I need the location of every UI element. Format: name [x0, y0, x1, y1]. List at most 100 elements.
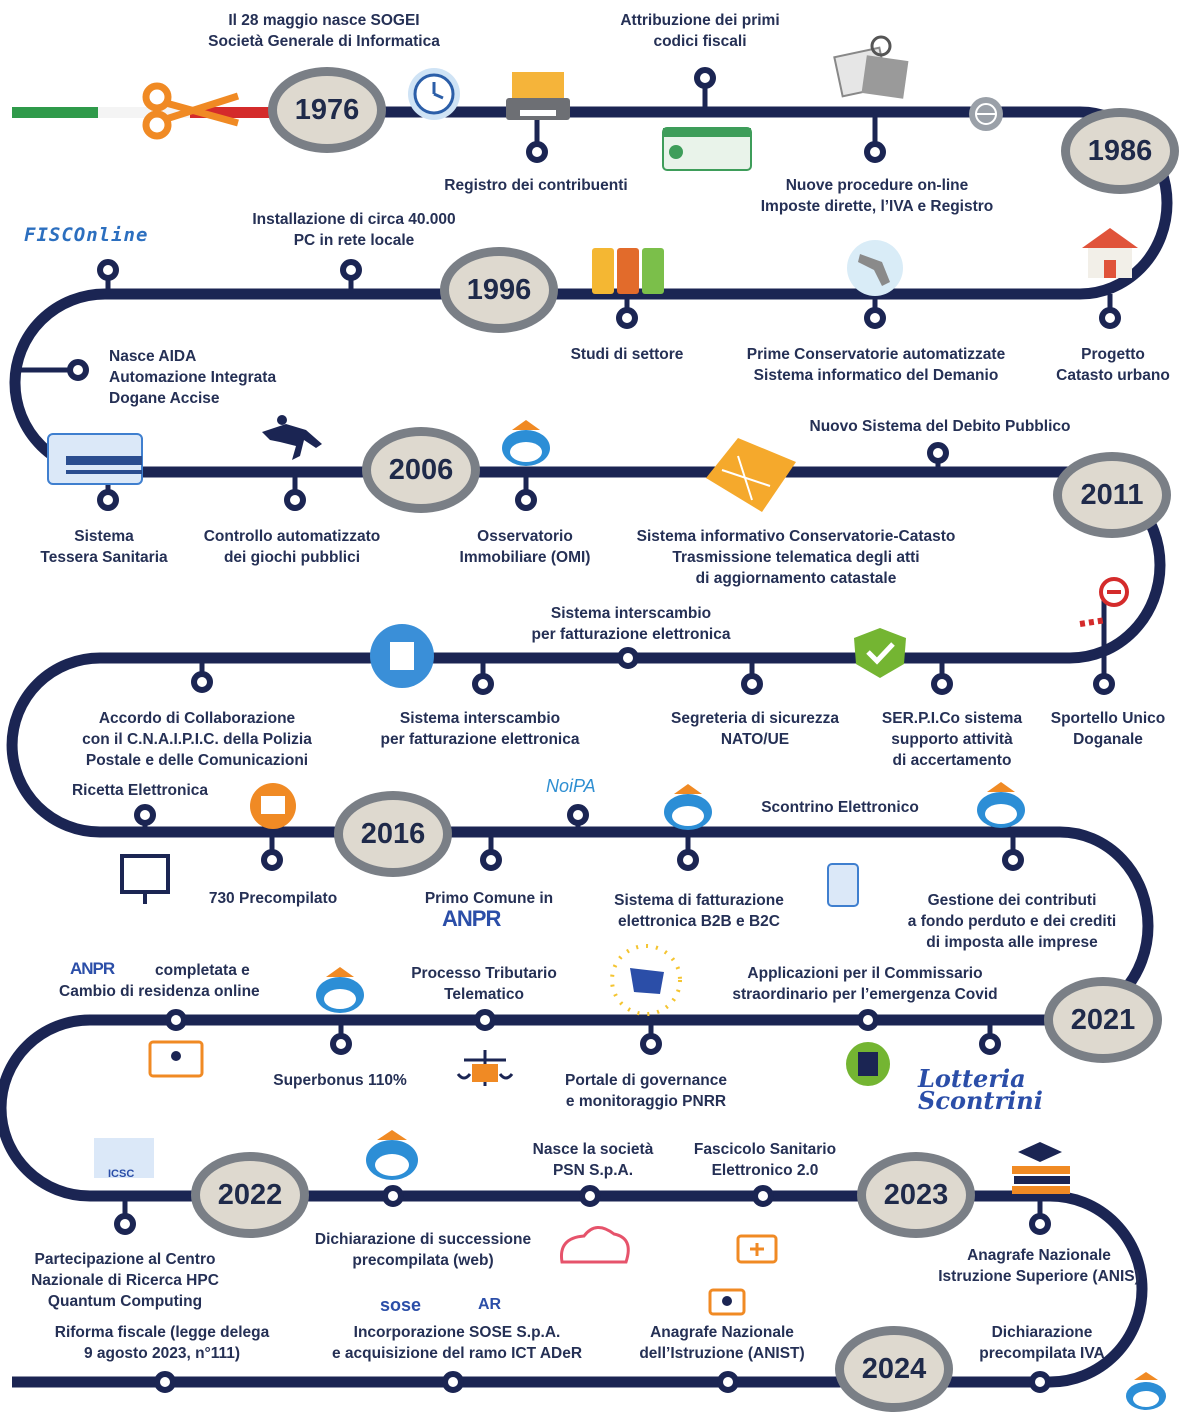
label-line: Portale di governance [565, 1072, 727, 1089]
shield-check-icon [854, 628, 906, 678]
justice-scales-icon [456, 1050, 514, 1086]
label-line: a fondo perduto e dei crediti [907, 913, 1117, 930]
flag-white-stripe [98, 107, 190, 118]
label-superbonus: Superbonus 110% [273, 1070, 407, 1091]
label-line: Studi di settore [570, 346, 684, 363]
label-line: Istruzione Superiore (ANIS) [938, 1268, 1140, 1285]
year-2023: 2023 [857, 1152, 975, 1238]
label-line: Sistema informatico del Demanio [753, 367, 999, 384]
tax-card-icon [662, 127, 752, 171]
label-line: dell’Istruzione (ANIST) [639, 1345, 805, 1362]
label-line: codici fiscali [653, 33, 747, 50]
label-pnrr: Portale di governance e monitoraggio PNR… [565, 1070, 727, 1112]
label-line: Sistema [74, 528, 134, 545]
label-line: Accordo di Collaborazione [98, 710, 296, 727]
label-line: Nuovo Sistema del Debito Pubblico [809, 418, 1071, 435]
label-accordo: Accordo di Collaborazione con il C.N.A.I… [82, 708, 312, 771]
label-line: Partecipazione al Centro [34, 1251, 216, 1268]
year-2022: 2022 [191, 1152, 309, 1238]
label-line: Scontrino Elettronico [761, 799, 919, 816]
label-anis: Anagrafe Nazionale Istruzione Superiore … [938, 1245, 1140, 1287]
label-line: precompilata (web) [352, 1252, 494, 1269]
label-interscambio-top: Sistema interscambio per fatturazione el… [532, 603, 731, 645]
label-line: Prime Conservatorie automatizzate [746, 346, 1006, 363]
label-fse: Fascicolo Sanitario Elettronico 2.0 [694, 1139, 836, 1181]
label-line: Automazione Integrata [109, 369, 277, 386]
label-line: Nasce la società [532, 1141, 654, 1158]
clock-icon [408, 68, 460, 120]
label-codici-fiscali: Attribuzione dei primi codici fiscali [620, 10, 779, 52]
label-line: Ricetta Elettronica [71, 782, 209, 799]
label-line: dei giochi pubblici [223, 549, 361, 566]
globe-icon [969, 97, 1003, 131]
label-line: Installazione di circa 40.000 [252, 211, 456, 228]
timeline-path [0, 106, 1173, 1388]
year-1976: 1976 [268, 67, 386, 153]
label-catasto-urbano: Progetto Catasto urbano [1056, 344, 1170, 386]
label-line: Tessera Sanitaria [40, 549, 168, 566]
sose-logo: sose [380, 1295, 422, 1315]
label-line: e acquisizione del ramo ICT ADeR [331, 1345, 583, 1362]
cloud-psn-icon [559, 1226, 630, 1264]
printer-icon [506, 72, 570, 120]
label-conservatorie: Prime Conservatorie automatizzate Sistem… [747, 344, 1005, 386]
label-interscambio: Sistema interscambio per fatturazione el… [381, 708, 580, 750]
label-line: Sportello Unico [1050, 710, 1166, 727]
year-1986: 1986 [1061, 108, 1179, 194]
agency-logo-icon-2 [664, 784, 712, 830]
document-stack-icon [370, 624, 434, 688]
label-primo-comune: Primo Comune in [425, 888, 553, 909]
label-aida: Nasce AIDA Automazione Integrata Dogane … [109, 346, 276, 409]
label-line: SER.P.I.Co sistema [881, 710, 1023, 727]
agency-logo-icon-4 [316, 967, 364, 1013]
label-line: completata e [155, 962, 250, 979]
calculator-documents-icon [833, 35, 909, 99]
icsc-logo: ICSC [108, 1168, 135, 1180]
label-line: Attribuzione dei primi [620, 12, 780, 29]
label-line: Sistema di fatturazione [614, 892, 784, 909]
milestone-nodes [67, 67, 1121, 1393]
label-riforma: Riforma fiscale (legge delega 9 agosto 2… [55, 1322, 270, 1364]
label-line: Controllo automatizzato [203, 528, 381, 545]
horse-rider-icon [262, 415, 322, 460]
label-line: Anagrafe Nazionale [967, 1247, 1111, 1264]
label-ricetta: Ricetta Elettronica [72, 780, 208, 801]
receipt-phone-icon [827, 863, 859, 907]
label-line: con il C.N.A.I.P.I.C. della Polizia [82, 731, 312, 748]
agency-logo-icon-5 [366, 1130, 418, 1180]
label-line: Osservatorio [477, 528, 573, 545]
lotteria-scontrini-logo: Lotteria Scontrini [918, 1064, 1043, 1115]
label-line: Dichiarazione di successione [314, 1231, 532, 1248]
label-line: per fatturazione elettronica [531, 626, 731, 643]
label-line: Nazionale di Ricerca HPC [31, 1272, 219, 1289]
label-line: 730 Precompilato [208, 890, 338, 907]
computer-id-icon [250, 783, 296, 829]
label-scontrino: Scontrino Elettronico [761, 797, 919, 818]
label-line: Segreteria di sicurezza [671, 710, 839, 727]
year-2006: 2006 [362, 427, 480, 513]
label-line: supporto attività [891, 731, 1013, 748]
label-line: Nuove procedure on-line [785, 177, 969, 194]
label-tessera-sanitaria: Sistema Tessera Sanitaria [40, 526, 167, 568]
label-line: Progetto [1081, 346, 1145, 363]
label-line: Cambio di residenza online [59, 983, 260, 1000]
label-line: Riforma fiscale (legge delega [54, 1324, 270, 1341]
label-successione: Dichiarazione di successione precompilat… [315, 1229, 531, 1271]
health-card-icon [47, 433, 143, 485]
label-line: Il 28 maggio nasce SOGEI [228, 12, 420, 29]
barrier-icon [1079, 577, 1129, 627]
label-line: Nasce AIDA [109, 348, 197, 365]
label-serpico: SER.P.I.Co sistema supporto attività di … [882, 708, 1022, 771]
anpr-logo: ANPR [442, 906, 501, 931]
eu-stars-icon [610, 944, 682, 1016]
flag-green-stripe [12, 107, 98, 118]
noipa-logo: NoiPA [546, 776, 596, 796]
year-2016: 2016 [334, 791, 452, 877]
label-line: Applicazioni per il Commissario [747, 965, 983, 982]
label-line: straordinario per l’emergenza Covid [732, 986, 998, 1003]
label-730: 730 Precompilato [209, 888, 337, 909]
label-line: Processo Tributario [411, 965, 557, 982]
monitor-icon [120, 854, 170, 904]
